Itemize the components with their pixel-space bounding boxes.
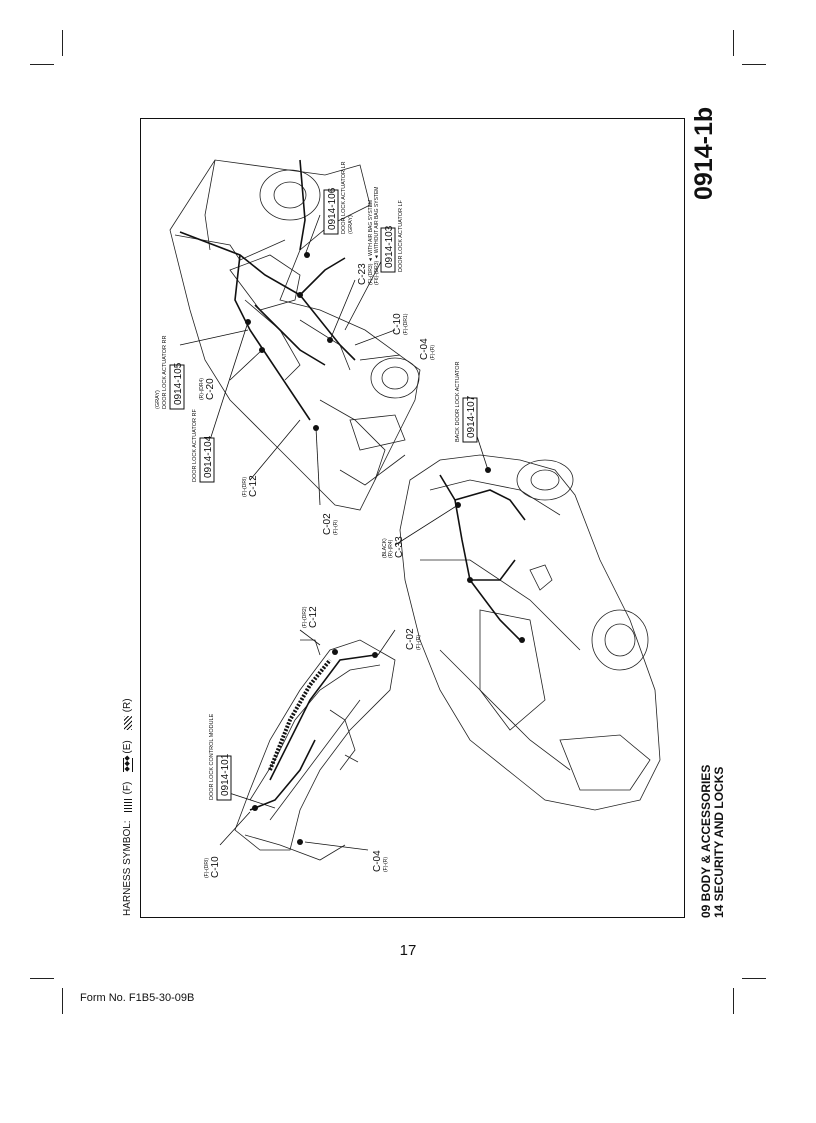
harness-wiring bbox=[179, 159, 526, 811]
crop-mark bbox=[30, 64, 54, 66]
callout-id: 0914-106 bbox=[327, 187, 338, 230]
page-number: 17 bbox=[399, 942, 417, 959]
svg-text:(F6)-(DR3) ◄ WITHOUT AIR BAG S: (F6)-(DR3) ◄ WITHOUT AIR BAG SYSTEM bbox=[374, 187, 380, 285]
svg-text:(F)-(DR2): (F)-(DR2) bbox=[302, 606, 308, 628]
callout-id: 0914-101 bbox=[220, 753, 231, 796]
crop-mark bbox=[733, 30, 735, 56]
connector-label-c33: C-33 (R)-(R4) (BLACK) bbox=[382, 536, 405, 558]
svg-text:C-10: C-10 bbox=[210, 856, 221, 878]
svg-text:(R)-(DR4): (R)-(DR4) bbox=[199, 378, 205, 400]
callout-id: 0914-105 bbox=[173, 362, 184, 405]
connector-label-c23: C-23 (F)-(DR3) ◄ WITH AIR BAG SYSTEM (F6… bbox=[357, 187, 380, 285]
svg-text:(BLACK): (BLACK) bbox=[382, 538, 388, 558]
callout-id: 0914-107 bbox=[466, 395, 477, 438]
callout-sub: (GRAY) bbox=[348, 215, 354, 234]
connector-label-c02-a: C-02 (F)-(R) bbox=[405, 628, 422, 650]
callout-0914-103: 0914-103 DOOR LOCK ACTUATOR LF bbox=[380, 199, 404, 273]
svg-text:C-02: C-02 bbox=[405, 628, 416, 650]
crop-mark bbox=[62, 30, 64, 56]
callout-desc: BACK DOOR LOCK ACTUATOR bbox=[455, 361, 461, 442]
callout-desc: DOOR LOCK ACTUATOR RF bbox=[192, 409, 198, 482]
callout-0914-106: 0914-106 DOOR LOCK ACTUATOR LR (GRAY) bbox=[323, 161, 354, 235]
svg-text:(F)-(R): (F)-(R) bbox=[430, 345, 436, 360]
crop-mark bbox=[742, 978, 766, 980]
callout-0914-107: 0914-107 BACK DOOR LOCK ACTUATOR bbox=[455, 361, 478, 443]
svg-text:C-10: C-10 bbox=[392, 313, 403, 335]
svg-text:(F)-(R): (F)-(R) bbox=[333, 520, 339, 535]
harness-trunk bbox=[268, 658, 332, 771]
callout-id: 0914-104 bbox=[203, 435, 214, 478]
connector-label-c20: C-20 (R)-(DR4) bbox=[199, 378, 216, 400]
crop-mark bbox=[62, 988, 64, 1014]
vehicle-linework bbox=[169, 159, 661, 861]
svg-text:(F)-(DRI): (F)-(DRI) bbox=[204, 858, 210, 878]
crop-mark bbox=[742, 64, 766, 66]
callout-0914-101: 0914-101 DOOR LOCK CONTROL MODULE bbox=[209, 713, 232, 801]
callout-id: 0914-103 bbox=[384, 225, 395, 268]
crop-mark bbox=[30, 978, 54, 980]
diagram-frame bbox=[140, 118, 685, 918]
svg-text:C-33: C-33 bbox=[394, 536, 405, 558]
crop-mark bbox=[733, 988, 735, 1014]
connector-label-c10-b: C-10 (F)-(DR1) bbox=[392, 313, 409, 335]
callout-desc: DOOR LOCK ACTUATOR LR bbox=[341, 161, 347, 234]
callout-0914-104: 0914-104 DOOR LOCK ACTUATOR RF bbox=[192, 409, 215, 483]
svg-text:(F)-(R): (F)-(R) bbox=[416, 635, 422, 650]
connector-label-c10-a: C-10 (F)-(DRI) bbox=[204, 856, 221, 878]
callout-sub: (GRAY) bbox=[155, 390, 161, 409]
connector-label-c12-b: C-12 (F)-(DRI) bbox=[242, 475, 259, 497]
svg-text:C-04: C-04 bbox=[419, 338, 430, 360]
svg-text:C-12: C-12 bbox=[308, 606, 319, 628]
svg-text:(F)-(DR3) ◄ WITH AIR BAG SYSTE: (F)-(DR3) ◄ WITH AIR BAG SYSTEM bbox=[368, 200, 374, 285]
svg-text:C-20: C-20 bbox=[205, 378, 216, 400]
svg-text:(F)-(DRI): (F)-(DRI) bbox=[242, 477, 248, 497]
svg-text:(F)-(R): (F)-(R) bbox=[383, 857, 389, 872]
svg-text:C-23: C-23 bbox=[357, 263, 368, 285]
connector-label-c04-b: C-04 (F)-(R) bbox=[419, 338, 436, 360]
svg-text:C-02: C-02 bbox=[322, 513, 333, 535]
connector-label-c02-b: C-02 (F)-(R) bbox=[322, 513, 339, 535]
callout-desc: DOOR LOCK ACTUATOR LF bbox=[398, 199, 404, 272]
callout-desc: DOOR LOCK CONTROL MODULE bbox=[209, 713, 215, 800]
callout-desc: DOOR LOCK ACTUATOR RR bbox=[162, 336, 168, 409]
connector-label-c12-a: C-12 (F)-(DR2) bbox=[302, 606, 319, 628]
svg-text:C-12: C-12 bbox=[248, 475, 259, 497]
svg-text:(F)-(DR1): (F)-(DR1) bbox=[403, 313, 409, 335]
svg-text:C-04: C-04 bbox=[372, 850, 383, 872]
svg-text:(R)-(R4): (R)-(R4) bbox=[388, 539, 394, 558]
connector-label-c04-a: C-04 (F)-(R) bbox=[372, 850, 389, 872]
form-number: Form No. F1B5-30-09B bbox=[80, 992, 195, 1004]
callout-0914-105: 0914-105 DOOR LOCK ACTUATOR RR (GRAY) bbox=[155, 336, 185, 410]
